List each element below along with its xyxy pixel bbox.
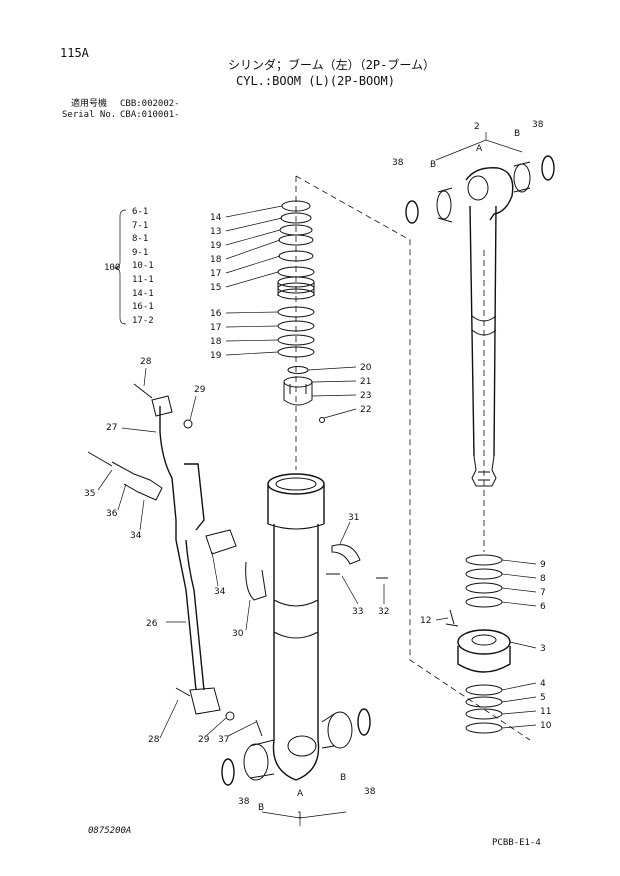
callout-18: 18 xyxy=(210,255,222,265)
callout-27: 27 xyxy=(106,423,117,433)
callout-29-top: 29 xyxy=(194,385,206,395)
kit-item: 7-1 xyxy=(132,220,149,231)
callout-5: 5 xyxy=(540,693,546,703)
callout-15: 15 xyxy=(210,283,221,293)
page-code: 115A xyxy=(60,46,89,60)
callout-14: 14 xyxy=(210,213,222,223)
callout-b-top-right: B xyxy=(514,129,520,139)
callout-6: 6 xyxy=(540,602,546,612)
callout-21: 21 xyxy=(360,377,371,387)
serial-label: Serial No. xyxy=(62,110,117,120)
seal-stack xyxy=(277,200,325,423)
piston-rod-assembly xyxy=(405,132,555,487)
title-english: CYL.:BOOM (L)(2P-BOOM) xyxy=(236,74,395,88)
callout-33: 33 xyxy=(352,607,363,617)
callout-19b: 19 xyxy=(210,351,222,361)
callout-11: 11 xyxy=(540,707,551,717)
callout-32: 32 xyxy=(378,607,389,617)
kit-item: 8-1 xyxy=(132,234,149,245)
callout-1: 1 xyxy=(297,811,303,821)
callout-b-top-left: B xyxy=(430,160,436,170)
callout-4: 4 xyxy=(540,679,546,689)
callout-30: 30 xyxy=(232,629,244,639)
callout-34-right: 34 xyxy=(214,587,226,597)
serial-value: CBA:010001- xyxy=(120,110,180,120)
callout-36: 36 xyxy=(106,509,118,519)
applicable-label: 適用号機 xyxy=(71,99,108,109)
kit-brace xyxy=(113,209,127,325)
callout-7: 7 xyxy=(540,588,546,598)
drawing-number: 0875200A xyxy=(88,826,132,836)
callout-38-bottom-left: 38 xyxy=(238,797,250,807)
callout-12: 12 xyxy=(420,616,431,626)
page-reference: PCBB-E1-4 xyxy=(492,838,541,848)
kit-item: 9-1 xyxy=(132,247,149,258)
callout-3: 3 xyxy=(540,644,546,654)
callout-18b: 18 xyxy=(210,337,222,347)
callout-20: 20 xyxy=(360,363,372,373)
callout-35: 35 xyxy=(84,489,95,499)
kit-number: 100 xyxy=(104,263,121,273)
callout-b-bottom-right: B xyxy=(340,773,346,783)
callout-28-top: 28 xyxy=(140,357,152,367)
kit-item: 14-1 xyxy=(132,288,154,299)
rod-head-seals xyxy=(445,554,511,734)
callout-38-top-right: 38 xyxy=(532,120,544,130)
callout-labels: 14 13 19 18 17 15 16 17 18 19 20 21 23 2… xyxy=(84,120,552,821)
callout-b-bottom-left: B xyxy=(258,803,264,813)
callout-17: 17 xyxy=(210,269,221,279)
callout-23: 23 xyxy=(360,391,371,401)
cylinder-tube-assembly xyxy=(221,473,371,826)
callout-17b: 17 xyxy=(210,323,221,333)
callout-38-top-left: 38 xyxy=(392,158,404,168)
kit-item: 6-1 xyxy=(132,207,149,217)
callout-28-bottom: 28 xyxy=(148,735,160,745)
callout-9: 9 xyxy=(540,560,546,570)
callout-31: 31 xyxy=(348,513,359,523)
callout-38-bottom-right: 38 xyxy=(364,787,376,797)
applicable-value: CBB:002002- xyxy=(120,99,180,109)
kit-item: 10-1 xyxy=(132,261,154,272)
kit-item: 11-1 xyxy=(132,275,154,285)
callout-29-bottom: 29 xyxy=(198,735,210,745)
kit-item: 16-1 xyxy=(132,302,154,313)
callout-19: 19 xyxy=(210,241,222,251)
callout-34-left: 34 xyxy=(130,531,142,541)
callout-8: 8 xyxy=(540,574,546,584)
callout-13: 13 xyxy=(210,227,221,237)
callout-37: 37 xyxy=(218,735,229,745)
leader-lines xyxy=(97,205,537,739)
callout-26: 26 xyxy=(146,619,158,629)
guide-line-right xyxy=(295,175,531,741)
callout-a-bottom: A xyxy=(297,789,304,799)
title-japanese: シリンダ；ブーム（左）（2P-ブーム） xyxy=(228,58,435,72)
kit-item: 17-2 xyxy=(132,315,154,326)
callout-10: 10 xyxy=(540,721,552,731)
callout-2: 2 xyxy=(474,122,480,132)
callout-22: 22 xyxy=(360,405,371,415)
callout-a-top: A xyxy=(476,144,483,154)
callout-16: 16 xyxy=(210,309,222,319)
piping-assembly xyxy=(87,383,388,737)
